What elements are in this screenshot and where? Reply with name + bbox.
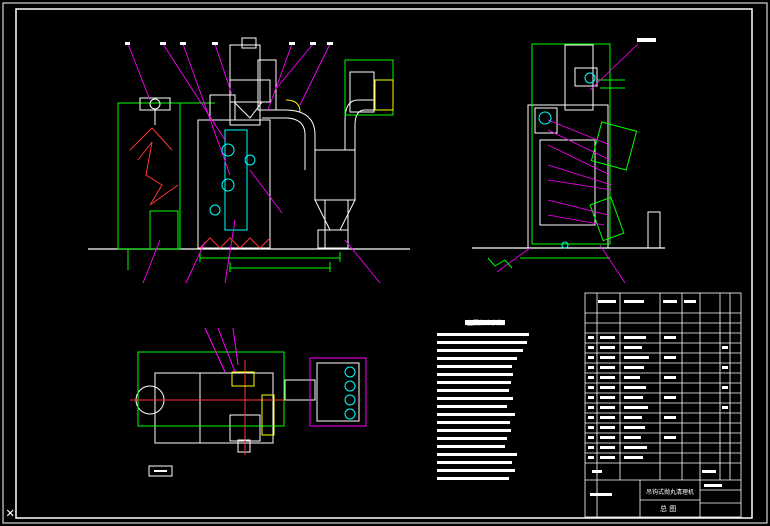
ucs-axis-icon: ✕: [6, 505, 15, 521]
side-elevation-view: [472, 38, 665, 284]
title-block-drawing-name: 总 图: [660, 504, 676, 513]
plan-view: [130, 327, 367, 477]
notes-title: 主要技术参数: [467, 319, 503, 327]
parts-list-table: [584, 292, 742, 518]
technical-notes: 主要技术参数: [437, 319, 529, 480]
parts-list-entries: [588, 300, 728, 496]
title-block-machine-name: 吊钩式抛丸清理机: [646, 488, 694, 496]
front-elevation-view: [88, 37, 410, 284]
